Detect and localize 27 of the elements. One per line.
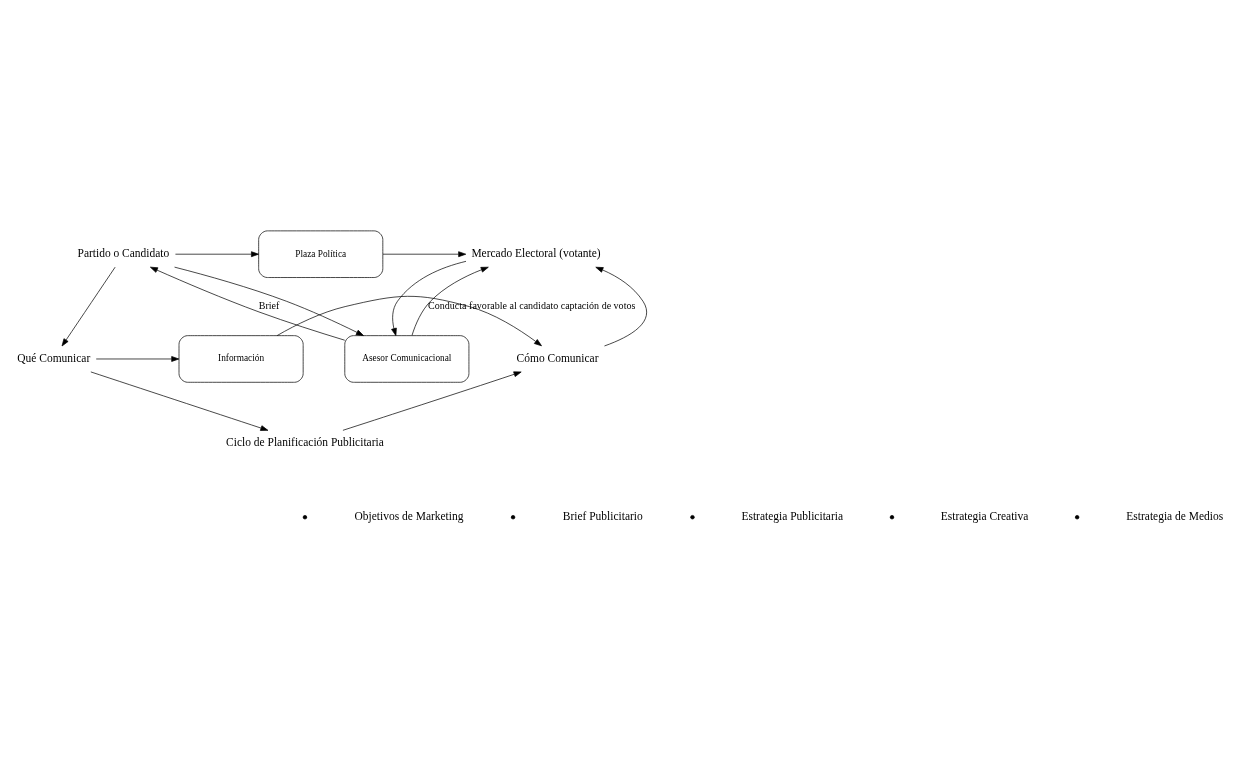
label: Estrategia Creativa	[940, 509, 1029, 522]
node-box: Plaza Política	[258, 230, 384, 278]
arrow	[175, 251, 259, 258]
arrow	[90, 371, 269, 431]
arrow	[595, 266, 647, 347]
node-text: Partido o Candidato	[77, 246, 170, 259]
arrow	[391, 260, 467, 336]
label: Estrategia de Medios	[1126, 509, 1224, 522]
node-text: Qué Comunicar	[17, 351, 91, 364]
node-text: Ciclo de Planificación Publicitaria	[226, 436, 384, 449]
arrow	[174, 266, 364, 336]
arrow	[95, 356, 180, 362]
node-box: Asesor Comunicacional	[344, 335, 470, 383]
edge-label: Brief	[258, 300, 280, 312]
node-box: Información	[178, 335, 304, 383]
arrow	[61, 266, 116, 347]
edge-label: Conducta favorable al candidato captación de votos	[428, 300, 636, 312]
node-text: Cómo Comunicar	[516, 351, 599, 364]
arrow	[411, 266, 489, 336]
node-text: Mercado Electoral (votante)	[471, 246, 601, 259]
label: Objetivos de Marketing	[354, 509, 464, 522]
arrow	[382, 251, 467, 258]
arrow	[342, 371, 522, 431]
label: Estrategia Publicitaria	[741, 509, 844, 522]
label: Brief Publicitario	[562, 509, 643, 522]
arrow	[150, 266, 346, 341]
arrow	[276, 295, 542, 347]
